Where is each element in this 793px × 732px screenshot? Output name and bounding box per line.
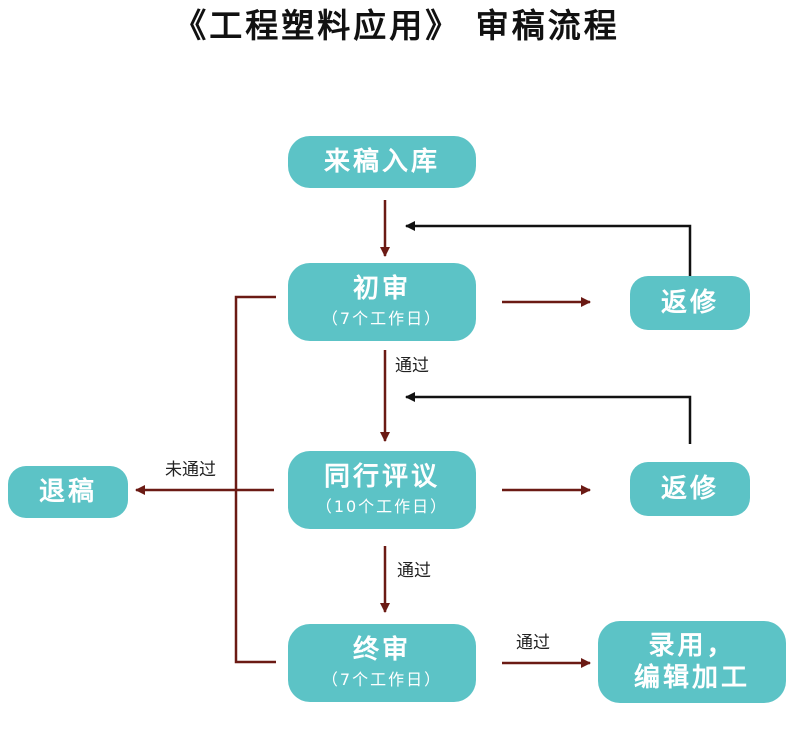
node-accept-label-line2: 编辑加工 bbox=[633, 663, 750, 693]
node-reject: 退稿 bbox=[8, 466, 128, 518]
node-peer-review: 同行评议 （10个工作日） bbox=[288, 451, 476, 529]
node-intake-label: 来稿入库 bbox=[323, 147, 440, 177]
node-initial-review-label: 初审 bbox=[352, 274, 411, 304]
node-initial-review-duration: （7个工作日） bbox=[321, 309, 443, 328]
reject-bracket bbox=[234, 295, 276, 664]
node-revise-1-label: 返修 bbox=[660, 288, 719, 318]
node-accept: 录用， 编辑加工 bbox=[598, 621, 786, 703]
label-not-passed: 未通过 bbox=[165, 460, 216, 480]
node-peer-review-duration: （10个工作日） bbox=[315, 497, 449, 516]
arrow-revise2-return bbox=[405, 392, 692, 444]
node-final-review: 终审 （7个工作日） bbox=[288, 624, 476, 702]
node-revise-1: 返修 bbox=[630, 276, 750, 330]
node-peer-review-label: 同行评议 bbox=[323, 462, 440, 492]
arrow-revise1-return bbox=[405, 221, 692, 276]
node-reject-label: 退稿 bbox=[38, 477, 97, 507]
node-revise-2-label: 返修 bbox=[660, 474, 719, 504]
node-final-review-duration: （7个工作日） bbox=[321, 670, 443, 689]
node-revise-2: 返修 bbox=[630, 462, 750, 516]
node-intake: 来稿入库 bbox=[288, 136, 476, 188]
node-initial-review: 初审 （7个工作日） bbox=[288, 263, 476, 341]
node-final-review-label: 终审 bbox=[352, 635, 411, 665]
label-initial-pass: 通过 bbox=[395, 356, 429, 376]
label-peer-pass: 通过 bbox=[397, 561, 431, 581]
label-final-pass: 通过 bbox=[516, 633, 550, 653]
node-accept-label-line1: 录用， bbox=[648, 631, 736, 661]
diagram-title: 《工程塑料应用》 审稿流程 bbox=[173, 6, 620, 45]
